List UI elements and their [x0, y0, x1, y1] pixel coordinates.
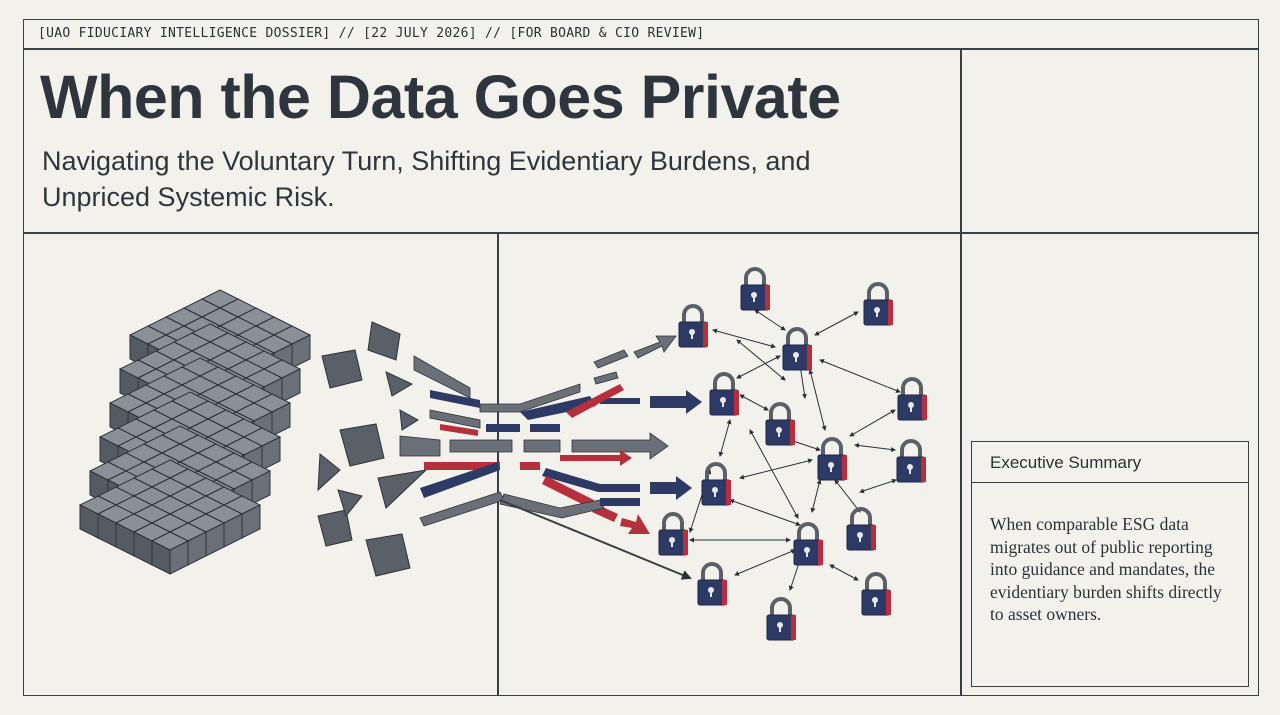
hero-divider	[23, 232, 1259, 234]
lock-icon	[677, 304, 710, 349]
executive-summary-header: Executive Summary	[972, 442, 1248, 483]
lock-icon	[816, 437, 849, 482]
lock-icon	[896, 377, 929, 422]
lock-icon	[764, 402, 797, 447]
lock-icon	[657, 512, 690, 557]
cube-icon	[151, 531, 189, 575]
lock-icon	[700, 462, 733, 507]
dossier-frame	[23, 19, 1259, 696]
page-title: When the Data Goes Private	[40, 63, 841, 131]
dossier-header-label: [UAO FIDUCIARY INTELLIGENCE DOSSIER] // …	[38, 26, 705, 41]
header-divider	[23, 48, 1259, 50]
lock-icon	[696, 562, 729, 607]
executive-summary-body: When comparable ESG data migrates out of…	[990, 514, 1222, 624]
lock-icon	[708, 372, 741, 417]
lock-icon	[862, 282, 895, 327]
lock-icon	[765, 597, 798, 642]
executive-summary-heading: Executive Summary	[990, 453, 1142, 472]
lock-icon	[845, 507, 878, 552]
lock-icon	[781, 327, 814, 372]
lock-icon	[739, 267, 772, 312]
cube-cluster	[79, 289, 311, 575]
data-flow-arrows	[399, 335, 702, 580]
lock-icon	[792, 522, 825, 567]
lock-icon	[860, 572, 893, 617]
page-subtitle: Navigating the Voluntary Turn, Shifting …	[42, 146, 811, 212]
fragment-shards	[317, 321, 428, 577]
executive-summary-panel: Executive Summary When comparable ESG da…	[971, 441, 1249, 687]
right-column-divider	[960, 48, 962, 696]
lock-cluster	[657, 267, 929, 642]
lock-icon	[895, 439, 928, 484]
